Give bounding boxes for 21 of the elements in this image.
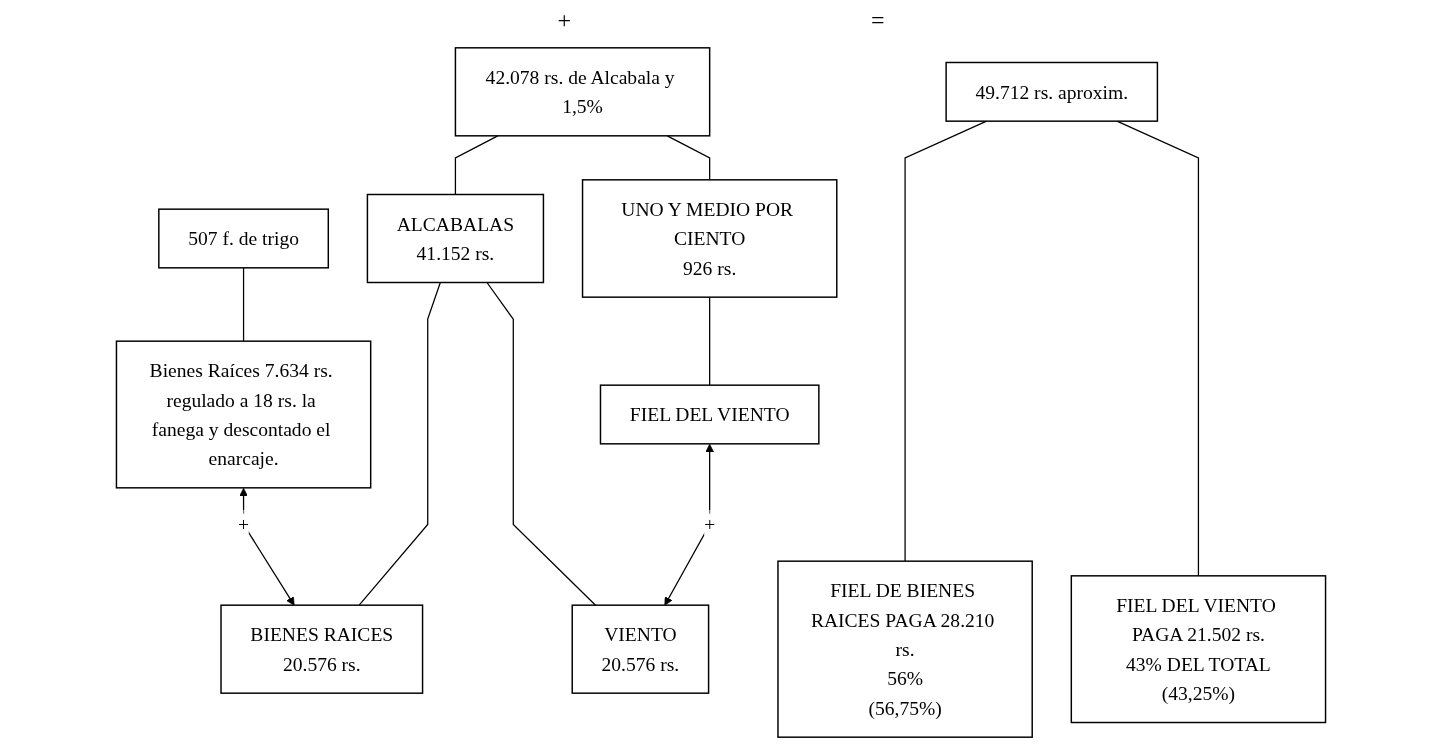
connector [358, 281, 441, 606]
node-box: ALCABALAS 41.152 rs. [366, 193, 545, 284]
node-box: 42.078 rs. de Alcabala y 1,5% [454, 47, 711, 137]
operator-sign: = [871, 6, 885, 34]
node-box: BIENES RAICES 20.576 rs. [220, 604, 424, 694]
node-box: 507 f. de trigo [158, 208, 330, 269]
node-box: FIEL DEL VIENTO [599, 384, 820, 445]
node-box: FIEL DEL VIENTO PAGA 21.502 rs. 43% DEL TOTAL (43,25%) [1070, 575, 1327, 724]
connector [666, 135, 711, 181]
operator-sign: + [557, 6, 571, 34]
edge-label: + [704, 513, 716, 536]
connector [486, 281, 597, 606]
node-box: FIEL DE BIENES RAICES PAGA 28.210 rs. 56% (56,75%) [777, 560, 1033, 738]
connector [1116, 120, 1200, 577]
node-box: Bienes Raíces 7.634 rs. regulado a 18 rs. la fanega y descontado el enarcaje. [115, 340, 372, 489]
node-box: VIENTO 20.576 rs. [571, 604, 710, 694]
connector [242, 267, 245, 342]
node-box: UNO Y MEDIO POR CIENTO 926 rs. [581, 179, 838, 298]
edge-label: + [238, 513, 250, 536]
node-box: 49.712 rs. aproxim. [945, 61, 1159, 122]
connector [709, 296, 711, 386]
